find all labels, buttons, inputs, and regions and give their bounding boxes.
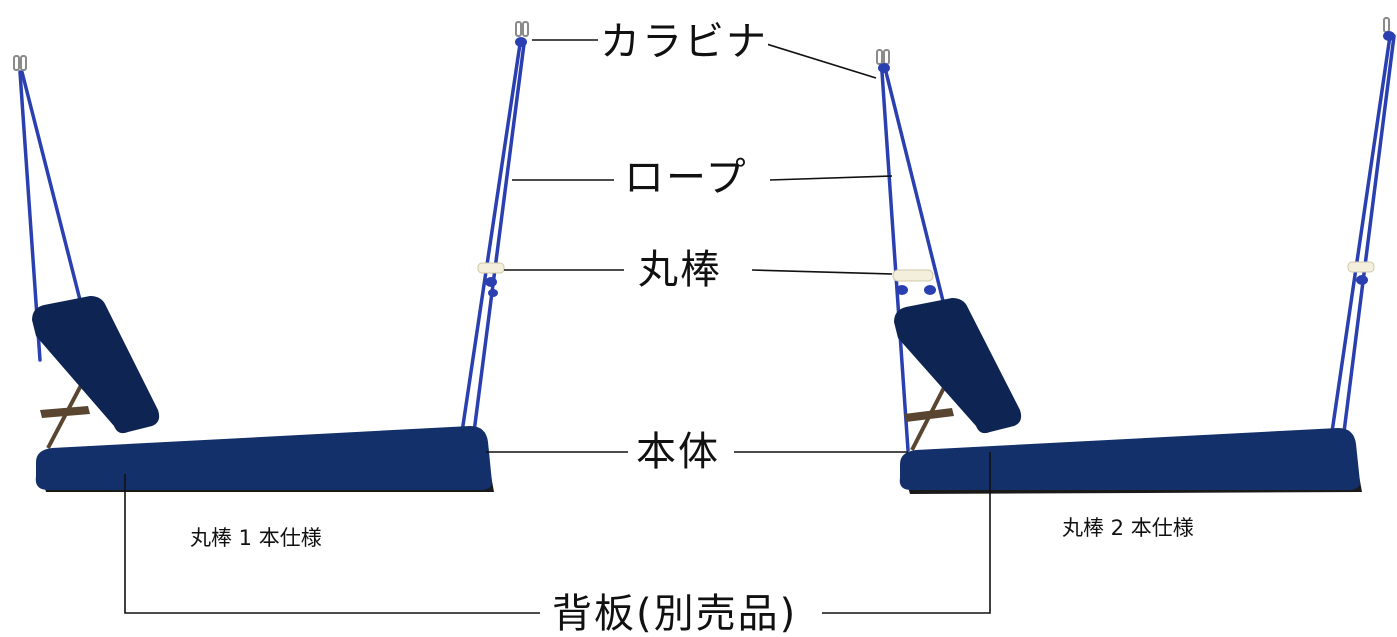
- left-round-bar: [477, 262, 505, 274]
- right-backboard: [894, 298, 1022, 434]
- right-carabiner-icon: [876, 17, 1390, 65]
- right-round-bar-back: [1347, 261, 1375, 273]
- left-carabiner-icon: [13, 21, 529, 71]
- left-backboard: [32, 296, 160, 434]
- right-seat-cushion: [899, 428, 1360, 490]
- left-hammock: [13, 21, 529, 492]
- left-variant-caption: 丸棒 1 本仕様: [190, 526, 322, 550]
- right-hammock: [876, 17, 1396, 494]
- backboard-label: 背板(別売品): [552, 591, 798, 637]
- carabiner-label: カラビナ: [600, 19, 768, 65]
- rope-label: ロープ: [624, 155, 748, 201]
- body-label: 本体: [636, 429, 720, 475]
- right-round-bar-front: [892, 269, 934, 282]
- leader-lines: [124, 39, 991, 614]
- right-variant-caption: 丸棒 2 本仕様: [1062, 516, 1194, 540]
- left-seat-cushion: [35, 426, 492, 490]
- round-bar-label: 丸棒: [638, 247, 722, 293]
- right-rope: [880, 34, 1396, 452]
